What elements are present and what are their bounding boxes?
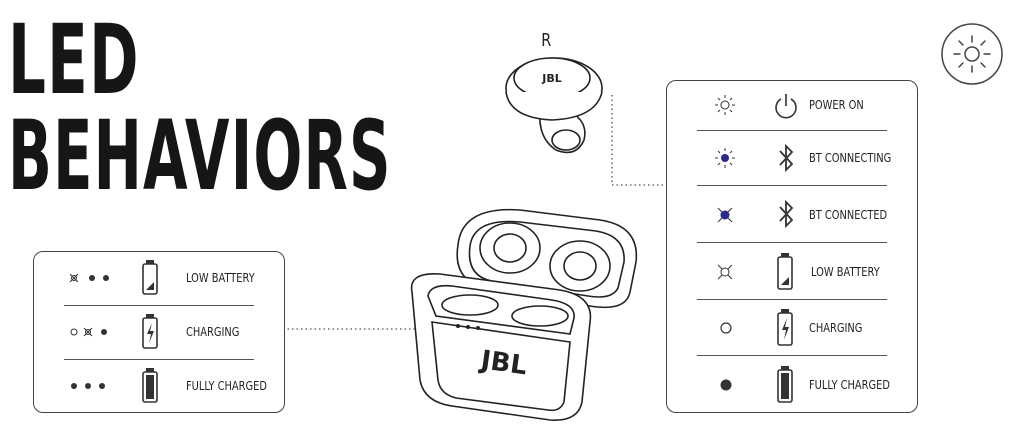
earbud-row-fully-charged: FULLY CHARGED	[677, 356, 907, 412]
low-battery-blink-led-icon	[69, 273, 109, 283]
earbud-row-label: BT CONNECTED	[809, 208, 888, 222]
blue-blink-led-icon	[715, 148, 735, 168]
battery-full-icon	[777, 366, 793, 403]
open-circle-led-icon	[720, 322, 732, 334]
sun-led-icon	[715, 95, 735, 115]
earbud-row-low-battery: LOW BATTERY	[677, 243, 907, 300]
sun-badge-icon	[941, 23, 1003, 85]
right-earbud	[505, 57, 603, 154]
earbud-brand-logo: JBL	[541, 72, 562, 85]
solid-dot-led-icon	[720, 379, 732, 391]
battery-charging-icon	[142, 314, 158, 349]
battery-low-icon	[777, 253, 793, 290]
charging-blink-led-icon	[70, 327, 107, 337]
earbud-row-label: CHARGING	[809, 321, 863, 335]
battery-low-icon	[142, 260, 158, 295]
earbud-led-panel: POWER ON BT CONNECTING BT CONNECTED	[666, 80, 918, 413]
fully-charged-led-icon	[71, 383, 105, 389]
case-row-label: CHARGING	[186, 325, 240, 339]
earbud-row-charging: CHARGING	[677, 300, 907, 356]
earbud-row-bt-connecting: BT CONNECTING	[677, 131, 907, 186]
bluetooth-icon	[779, 143, 794, 173]
case-led-panel: LOW BATTERY CHARGING FULLY CHARGED	[33, 251, 285, 413]
earbud-row-label: POWER ON	[809, 98, 864, 112]
earbud-row-label: BT CONNECTING	[809, 151, 892, 165]
earbud-row-power-on: POWER ON	[677, 81, 907, 131]
title-line-2: BEHAVIORS	[8, 100, 392, 212]
earbud-row-label: FULLY CHARGED	[809, 378, 890, 392]
battery-charging-icon	[777, 309, 793, 346]
earbud-side-label: R	[541, 30, 552, 51]
power-icon	[775, 94, 797, 119]
case-lid	[456, 208, 638, 309]
case-row-label: LOW BATTERY	[186, 271, 255, 285]
case-row-fully-charged: FULLY CHARGED	[44, 360, 274, 412]
blue-slow-blink-led-icon	[717, 207, 733, 223]
case-body	[410, 273, 592, 421]
case-brand-logo: JBL	[477, 345, 529, 381]
earbud-row-bt-connected: BT CONNECTED	[677, 186, 907, 243]
earbud-row-label: LOW BATTERY	[811, 265, 880, 279]
battery-full-icon	[142, 368, 158, 403]
bluetooth-icon	[779, 199, 794, 229]
case-row-low-battery: LOW BATTERY	[44, 252, 274, 306]
title-line-1: LED	[8, 4, 140, 116]
case-row-charging: CHARGING	[44, 306, 274, 360]
earbud-leader-line	[611, 95, 666, 186]
blink-led-icon	[717, 264, 733, 280]
case-row-label: FULLY CHARGED	[186, 379, 267, 393]
